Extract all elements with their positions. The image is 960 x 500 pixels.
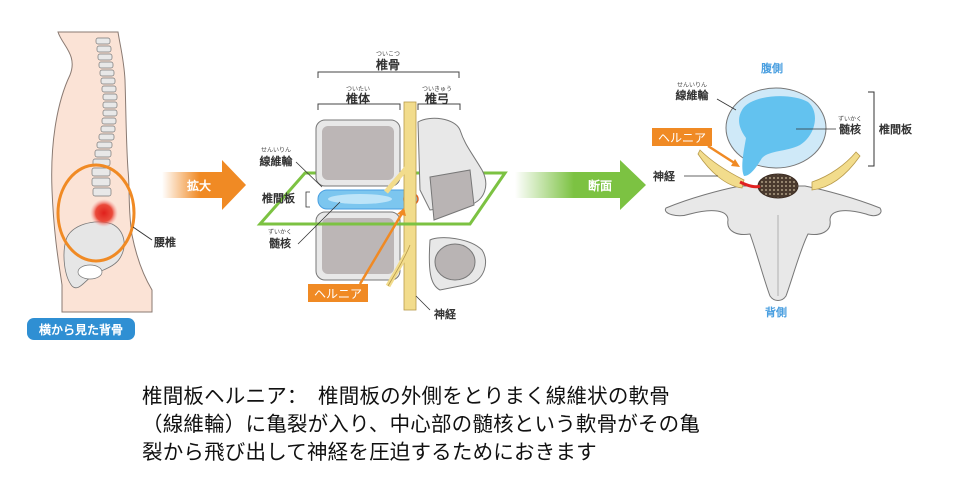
vertebra-ruby: ついこつ bbox=[376, 51, 400, 58]
caption: 椎間板ヘルニア： 椎間板の外側をとりまく線維状の軟骨 （線維輪）に亀裂が入り、中… bbox=[142, 382, 822, 466]
hernia-tag bbox=[308, 284, 368, 302]
side-view: 腰椎 横から見た背骨 bbox=[27, 31, 176, 340]
cs-nerve-label: 神経 bbox=[653, 169, 676, 183]
cs-nucleus-label: 髄核 bbox=[839, 122, 861, 136]
spinal-cord-section bbox=[757, 173, 799, 199]
lateral-view: ついこつ 椎骨 ついたい 椎体 ついきゅう 椎弓 せんいりん 線維輪 bbox=[256, 51, 508, 321]
cs-hernia-label: ヘルニア bbox=[658, 131, 706, 145]
annulus-label: 線維輪 bbox=[260, 154, 294, 168]
section-arrow: 断面 bbox=[515, 160, 646, 210]
ventral-label: 腹側 bbox=[761, 61, 783, 75]
vertebral-arch-ruby: ついきゅう bbox=[422, 86, 452, 93]
enlarge-label: 拡大 bbox=[187, 178, 211, 193]
dorsal-label: 背側 bbox=[765, 305, 787, 319]
lumbar-label: 腰椎 bbox=[153, 235, 176, 249]
cs-annulus-ruby: せんいりん bbox=[677, 82, 707, 89]
caption-line: 椎間板ヘルニア： 椎間板の外側をとりまく線維状の軟骨 bbox=[142, 384, 670, 408]
side-view-badge bbox=[27, 318, 135, 340]
vertebra-label: 椎骨 bbox=[375, 57, 400, 72]
section-label: 断面 bbox=[588, 178, 612, 193]
cs-disc-label: 椎間板 bbox=[878, 122, 913, 136]
vertebral-body-label: 椎体 bbox=[345, 91, 371, 106]
caption-line: （線維輪）に亀裂が入り、中心部の髄核という軟骨がその亀 bbox=[142, 412, 701, 436]
nucleus-pulposus bbox=[739, 96, 815, 176]
nerve-label: 神経 bbox=[434, 307, 457, 321]
spine bbox=[91, 37, 118, 197]
caption-line: 裂から飛び出して神経を圧迫するためにおきます bbox=[142, 440, 597, 464]
vertebral-body-ruby: ついたい bbox=[346, 86, 370, 93]
spinal-nerve bbox=[403, 101, 417, 311]
annulus-ruby: せんいりん bbox=[261, 147, 291, 154]
hernia-label: ヘルニア bbox=[314, 287, 362, 301]
enlarge-arrow: 拡大 bbox=[162, 160, 246, 210]
cs-nucleus-ruby: ずいかく bbox=[838, 115, 862, 123]
vertebral-arch-label: 椎弓 bbox=[424, 91, 449, 106]
lumbar-highlight bbox=[90, 199, 118, 227]
focus-circle bbox=[56, 163, 136, 263]
vertebral-arch-section bbox=[664, 185, 882, 301]
cs-hernia-tag bbox=[652, 128, 712, 146]
nucleus-label: 髄核 bbox=[269, 236, 291, 250]
cs-annulus-label: 線維輪 bbox=[676, 88, 710, 102]
side-view-badge-label: 横から見た背骨 bbox=[39, 322, 123, 337]
nucleus-ruby: ずいかく bbox=[268, 228, 292, 236]
cross-section: 腹側 せんいりん 線維輪 ずいかく 髄核 椎間板 ヘルニア 神経 背側 bbox=[652, 61, 913, 319]
disc-label: 椎間板 bbox=[261, 191, 296, 205]
